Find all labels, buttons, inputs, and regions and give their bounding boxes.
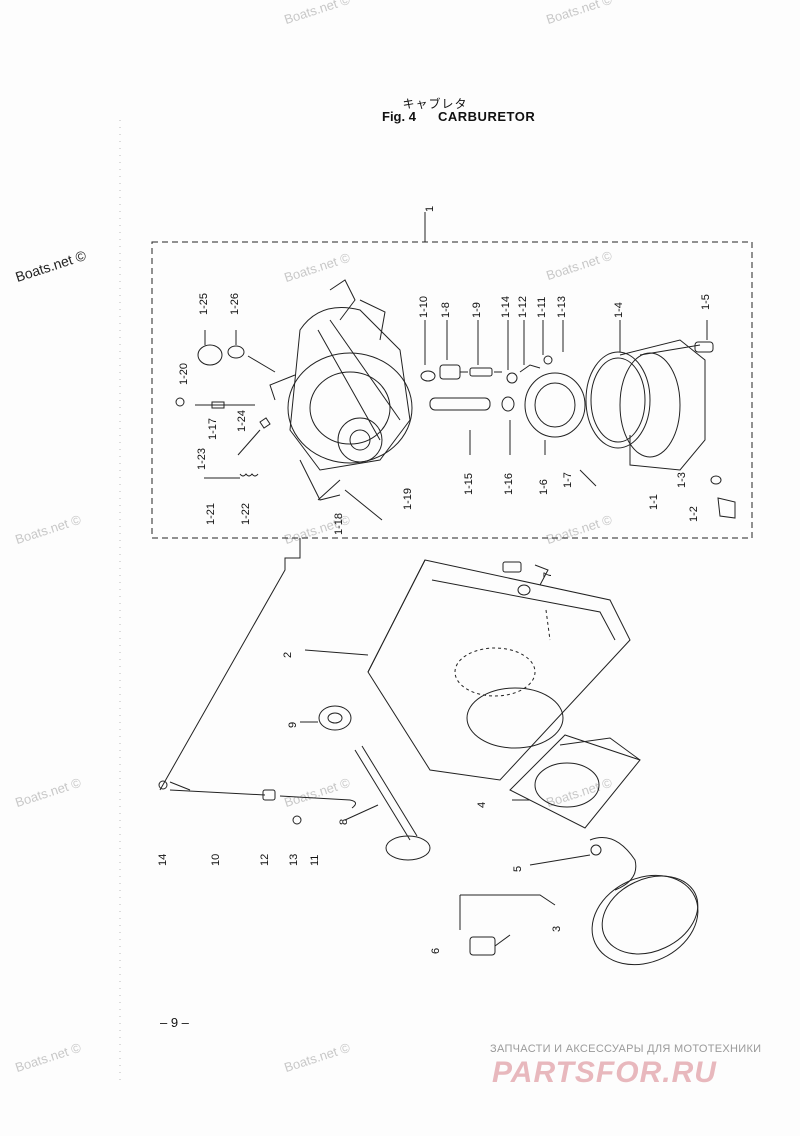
part-label-1-25: 1-25 (198, 292, 210, 315)
title-japanese: キャブレタ (402, 97, 468, 111)
figure-title: CARBURETOR (438, 109, 536, 124)
part-label-1-15: 1-15 (463, 472, 475, 495)
part-label-1-24: 1-24 (236, 409, 248, 432)
part-label-5: 5 (512, 865, 524, 872)
part-label-1-26: 1-26 (229, 292, 241, 315)
part-label-13: 13 (288, 853, 300, 866)
part-label-1-13: 1-13 (556, 295, 568, 318)
part-label-1-16: 1-16 (503, 472, 515, 495)
part-label-1-6: 1-6 (538, 479, 550, 495)
part-label-14: 14 (157, 853, 169, 866)
part-label-12: 12 (259, 853, 271, 866)
part-label-10: 10 (210, 853, 222, 866)
part-label-1-8: 1-8 (440, 302, 452, 318)
part-label-1-19: 1-19 (402, 487, 414, 510)
part-label-1-12: 1-12 (517, 295, 529, 318)
part-label-2: 2 (282, 651, 294, 658)
part-label-1-11: 1-11 (536, 296, 548, 318)
part-label-1-3: 1-3 (676, 472, 688, 488)
part-label-11: 11 (309, 854, 321, 866)
brand-logo: PARTSFOR.RU (492, 1056, 717, 1089)
part-label-1-10: 1-10 (418, 295, 430, 318)
figure-number: Fig. 4 (382, 109, 416, 124)
part-label-1-22: 1-22 (240, 502, 252, 525)
part-label-7: 7 (542, 571, 554, 578)
part-label-9: 9 (287, 721, 299, 728)
part-label-1-20: 1-20 (178, 362, 190, 385)
part-label-3: 3 (551, 925, 563, 932)
carburetor-body (269, 279, 413, 501)
part-label-8: 8 (338, 818, 350, 825)
part-label-1-4: 1-4 (613, 302, 625, 318)
part-label-1: 1 (424, 205, 436, 212)
part-label-1-17: 1-17 (207, 417, 219, 440)
part-label-1-9: 1-9 (471, 302, 483, 318)
part-label-1-2: 1-2 (688, 506, 700, 522)
page-number: – 9 – (160, 1015, 189, 1030)
part-label-1-18: 1-18 (333, 512, 345, 535)
brand-tagline: ЗАПЧАСТИ И АКСЕССУАРЫ ДЛЯ МОТОТЕХНИКИ (490, 1043, 762, 1055)
part-label-1-1: 1-1 (648, 494, 660, 510)
part-label-1-14: 1-14 (500, 295, 512, 318)
part-label-6: 6 (430, 947, 442, 954)
part-label-1-21: 1-21 (205, 502, 217, 525)
assembly-boundary (151, 241, 753, 539)
intake-box (367, 559, 631, 781)
part-label-1-23: 1-23 (196, 447, 208, 470)
part-label-1-7: 1-7 (562, 472, 574, 488)
part-label-4: 4 (476, 801, 488, 808)
part-label-1-5: 1-5 (700, 294, 712, 310)
